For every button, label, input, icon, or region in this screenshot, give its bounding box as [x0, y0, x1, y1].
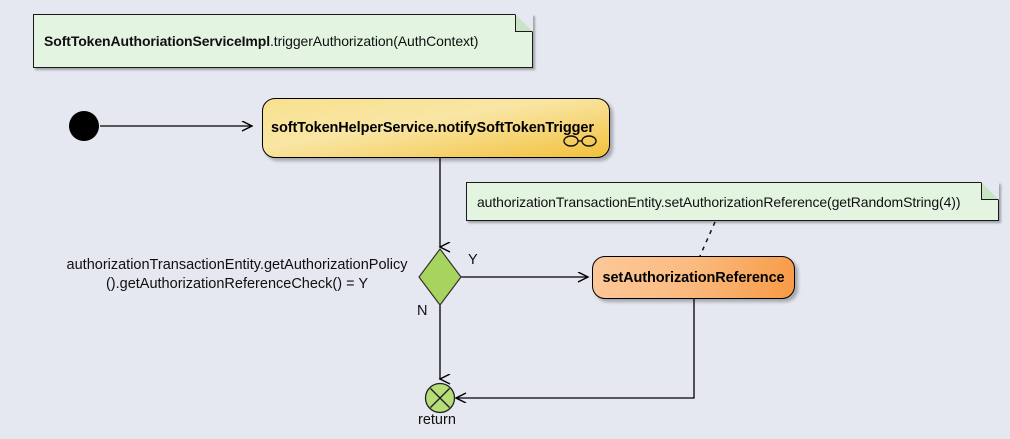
title-note-method: .triggerAuthorization(AuthContext) [270, 33, 479, 49]
title-note-text: SoftTokenAuthoriationServiceImpl.trigger… [34, 33, 478, 49]
expansion-rake-icon [563, 135, 597, 147]
decision-branch-yes-label: Y [468, 252, 478, 268]
activity-set-authorization-reference[interactable]: setAuthorizationReference [592, 256, 795, 299]
flow-final-node-label: return [418, 412, 456, 428]
initial-node-circle [69, 111, 99, 141]
activity-notify-soft-token-trigger[interactable]: softTokenHelperService.notifySoftTokenTr… [262, 98, 610, 158]
edge-setref-to-return [456, 299, 695, 398]
note-anchor-dashed-line [699, 221, 716, 257]
flow-final-node [424, 382, 456, 414]
decision-diamond [418, 248, 462, 306]
decision-guard-condition-line1: authorizationTransactionEntity.getAuthor… [66, 257, 408, 273]
decision-guard-condition-line2: ().getAuthorizationReferenceCheck() = Y [105, 276, 369, 292]
title-note-class-name: SoftTokenAuthoriationServiceImpl [44, 33, 271, 49]
decision-branch-no-label: N [417, 303, 428, 319]
decision-guard-condition: authorizationTransactionEntity.getAuthor… [62, 256, 412, 294]
activity-notify-soft-token-trigger-label: softTokenHelperService.notifySoftTokenTr… [271, 120, 594, 136]
side-note: authorizationTransactionEntity.setAuthor… [466, 182, 999, 221]
title-note: SoftTokenAuthoriationServiceImpl.trigger… [33, 14, 533, 68]
side-note-text: authorizationTransactionEntity.setAuthor… [477, 193, 961, 210]
activity-set-authorization-reference-label: setAuthorizationReference [602, 269, 785, 286]
